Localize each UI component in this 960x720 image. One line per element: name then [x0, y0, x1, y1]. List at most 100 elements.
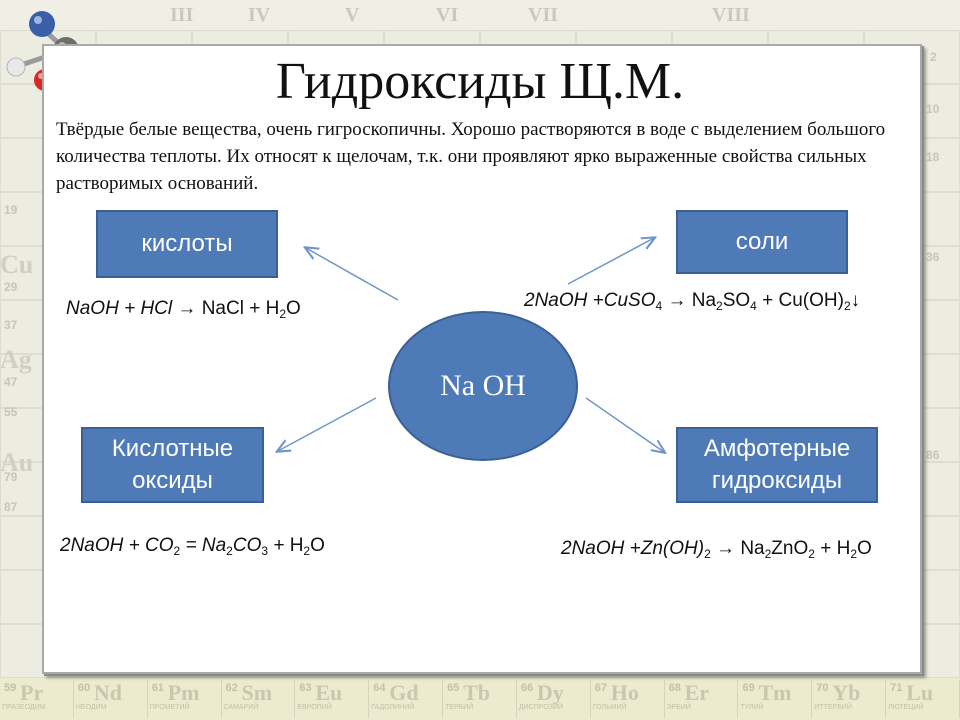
- element-symbol: Ag: [0, 345, 32, 374]
- lanthanide-number: 63: [299, 682, 312, 694]
- eq-term: NaCl: [201, 298, 244, 319]
- eq-term: 2NaOH: [561, 538, 625, 559]
- eq-term: NaOH: [66, 298, 119, 319]
- eq-term: +: [756, 290, 779, 311]
- element-number: 10: [926, 102, 940, 116]
- lanthanide-symbol: Dy: [536, 680, 564, 705]
- element-number: 19: [4, 203, 18, 217]
- lanthanide-symbol: Gd: [389, 680, 419, 705]
- eq-term: +: [268, 535, 290, 556]
- eq-term: H: [289, 535, 304, 556]
- eq-term: +: [814, 538, 837, 559]
- lanthanide-symbol: Pm: [167, 680, 200, 705]
- lanthanide-number: 68: [668, 682, 681, 694]
- lanthanide-name: ГОЛЬМИЙ: [592, 704, 627, 711]
- eq-arrow: →: [710, 538, 741, 559]
- lanthanide-symbol: Tb: [463, 680, 490, 705]
- group-numeral: VIII: [712, 4, 750, 26]
- naoh-center-ellipse: Na OH: [388, 311, 578, 461]
- element-number: 37: [4, 318, 18, 332]
- element-number: 79: [4, 470, 18, 484]
- salts-box: соли: [676, 210, 848, 274]
- eq-subscript: 2: [303, 544, 311, 558]
- lanthanide-name: ИТТЕРБИЙ: [814, 704, 852, 711]
- equation-amphoteric: 2NaOH +Zn(OH)2 → Na2ZnO2 + H2O: [561, 538, 872, 560]
- eq-subscript: 2: [173, 544, 181, 558]
- eq-term: CuSO: [603, 290, 656, 311]
- lanthanide-symbol: Pr: [20, 680, 44, 705]
- element-number: 2: [930, 50, 937, 64]
- eq-term: +: [123, 535, 146, 556]
- eq-term: H: [265, 298, 280, 319]
- eq-term: +: [243, 298, 266, 319]
- group-numeral: VI: [436, 4, 459, 26]
- lanthanide-symbol: Lu: [906, 680, 934, 705]
- eq-term: SO: [722, 290, 751, 311]
- equation-acid-oxides: 2NaOH + CO2 = Na2CO3 + H2O: [60, 535, 325, 557]
- lanthanide-number: 66: [520, 682, 534, 694]
- lanthanide-row: [0, 678, 960, 720]
- element-number: 86: [926, 448, 940, 462]
- lanthanide-name: ПРАЗЕОДИМ: [2, 704, 46, 711]
- lanthanide-number: 69: [742, 682, 755, 694]
- eq-term: +: [624, 538, 641, 559]
- amphoteric-box: Амфотерные гидроксиды: [676, 427, 878, 503]
- element-number: 47: [4, 375, 18, 389]
- eq-term: 2NaOH: [524, 290, 588, 311]
- element-symbol: Cu: [0, 250, 34, 279]
- lanthanide-symbol: Er: [684, 680, 710, 705]
- lanthanide-name: САМАРИЙ: [223, 704, 259, 711]
- eq-term: H: [836, 538, 851, 559]
- element-number: 29: [4, 280, 18, 294]
- lanthanide-number: 70: [816, 682, 829, 694]
- lanthanide-number: 60: [77, 682, 91, 694]
- element-number: 18: [926, 150, 940, 164]
- eq-subscript: 3: [261, 544, 269, 558]
- slide-title: Гидроксиды Щ.М.: [275, 53, 685, 110]
- acid-oxides-label-line2: оксиды: [132, 467, 213, 494]
- equation-acids: NaOH + HCl → NaCl + H2O: [66, 298, 301, 320]
- lanthanide-number: 67: [594, 682, 608, 694]
- lanthanide-number: 61: [151, 682, 164, 694]
- lanthanide-symbol: Yb: [832, 680, 861, 705]
- eq-term: =: [180, 535, 202, 556]
- eq-term: Zn(OH): [640, 538, 705, 559]
- eq-subscript: 2: [704, 547, 711, 561]
- acid-oxides-box: Кислотные оксиды: [81, 427, 264, 503]
- element-number: 87: [4, 500, 18, 514]
- lanthanide-name: ЛЮТЕЦИЙ: [888, 704, 924, 711]
- acids-label: кислоты: [141, 230, 233, 257]
- element-number: 36: [926, 250, 940, 264]
- element-symbol: Au: [0, 448, 34, 477]
- eq-term: CO: [232, 535, 262, 556]
- amphoteric-label-line1: Амфотерные: [703, 435, 851, 462]
- eq-term: Na: [740, 538, 765, 559]
- eq-subscript: 2: [843, 299, 851, 313]
- lanthanide-symbol: Tm: [758, 680, 792, 705]
- eq-term: ZnO: [771, 538, 809, 559]
- eq-term: +: [118, 298, 141, 319]
- eq-term: HCl: [140, 298, 173, 319]
- acids-box: кислоты: [96, 210, 278, 278]
- group-numeral: IV: [248, 4, 271, 26]
- eq-subscript: 2: [808, 547, 815, 561]
- equation-salts: 2NaOH +CuSO4 → Na2SO4 + Cu(OH)2↓: [524, 290, 860, 312]
- center-label: Na OH: [440, 369, 526, 402]
- lanthanide-number: 64: [373, 682, 386, 694]
- eq-subscript: 4: [750, 299, 757, 313]
- eq-term: Cu(OH): [778, 290, 844, 311]
- eq-term: O: [857, 538, 872, 559]
- lanthanide-number: 62: [225, 682, 238, 694]
- lanthanide-name: ЕВРОПИЙ: [297, 704, 332, 711]
- lanthanide-symbol: Nd: [93, 680, 122, 705]
- lanthanide-number: 59: [4, 682, 17, 694]
- eq-arrow: →: [172, 298, 202, 319]
